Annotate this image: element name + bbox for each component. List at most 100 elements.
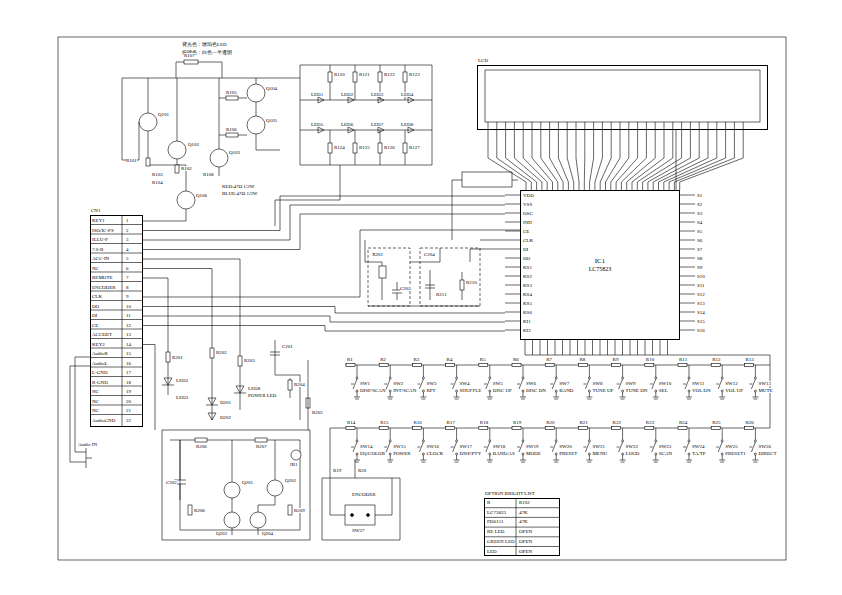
schematic-stroke <box>505 213 520 214</box>
schematic-label: SW25 <box>725 444 738 449</box>
schematic-stroke <box>556 428 557 440</box>
schematic-stroke <box>505 240 520 241</box>
schematic-stroke <box>688 377 690 379</box>
schematic-label: 13 <box>126 332 131 337</box>
schematic-label: 47K <box>519 519 528 524</box>
schematic-stroke <box>621 130 646 190</box>
schematic-stroke <box>505 267 520 268</box>
schematic-stroke <box>308 360 309 430</box>
schematic-stroke <box>365 240 505 262</box>
schematic-stroke <box>318 97 414 103</box>
schematic-stroke <box>346 122 758 556</box>
schematic-stroke <box>753 399 757 400</box>
schematic-stroke <box>722 365 723 377</box>
schematic-label: 背光色：琥珀色LED <box>182 42 227 47</box>
schematic-label: L-GND <box>92 370 108 375</box>
schematic-label: SW17 <box>460 444 473 449</box>
schematic-stroke <box>219 135 247 136</box>
part-name: IC1 <box>595 258 606 266</box>
schematic-label: Q102 <box>188 142 199 147</box>
schematic-label: R15 <box>380 420 388 425</box>
schematic-stroke <box>58 37 786 560</box>
schematic-label: CE <box>523 229 529 234</box>
schematic-stroke <box>275 165 340 226</box>
schematic-stroke <box>587 399 591 400</box>
schematic-stroke <box>195 438 207 442</box>
schematic-label: R122 <box>384 72 395 77</box>
schematic-stroke <box>593 122 594 130</box>
schematic-stroke <box>622 455 623 460</box>
schematic-label: R7 <box>546 357 552 362</box>
schematic-stroke <box>555 340 556 355</box>
schematic-label: RED:47Ω 1/2W <box>222 184 254 189</box>
schematic-label: KS1 <box>523 265 532 270</box>
schematic-label: R104 <box>152 180 163 185</box>
schematic-stroke <box>379 427 388 430</box>
schematic-stroke <box>555 453 557 455</box>
schematic-stroke <box>417 447 420 448</box>
schematic-label: NC <box>92 399 99 404</box>
schematic-label: SW10 <box>659 381 672 386</box>
schematic-stroke <box>355 462 359 463</box>
schematic-label: SCAN <box>659 451 672 456</box>
schematic-stroke <box>612 364 621 367</box>
schematic-label: R3 <box>413 357 419 362</box>
schematic-label: LOUD <box>626 451 640 456</box>
schematic-stroke <box>611 130 629 190</box>
schematic-stroke <box>422 377 424 379</box>
schematic-stroke <box>270 340 300 420</box>
schematic-stroke <box>162 378 246 420</box>
schematic-label: 47K <box>519 510 528 515</box>
schematic-stroke <box>421 462 425 463</box>
schematic-stroke <box>630 340 631 355</box>
schematic-stroke <box>378 72 382 82</box>
schematic-label: S10 <box>697 274 705 279</box>
schematic-stroke <box>650 384 653 385</box>
schematic-label: SW24 <box>692 444 705 449</box>
schematic-stroke <box>567 122 568 130</box>
schematic-stroke <box>744 364 753 367</box>
schematic-stroke <box>489 428 490 440</box>
schematic-label: SW13 <box>758 381 771 386</box>
schematic-label: TUNE UP <box>592 388 613 393</box>
schematic-stroke <box>688 453 690 455</box>
schematic-stroke <box>667 340 668 355</box>
schematic-stroke <box>484 517 560 518</box>
schematic-stroke <box>330 65 405 100</box>
schematic-stroke <box>174 440 186 500</box>
schematic-label: 12 <box>126 323 131 328</box>
schematic-stroke <box>184 60 198 64</box>
schematic-stroke <box>744 427 753 430</box>
schematic-stroke <box>754 390 756 392</box>
schematic-stroke <box>654 462 658 463</box>
schematic-stroke <box>226 133 238 137</box>
schematic-label: Q202 <box>285 478 296 483</box>
schematic-stroke <box>680 294 695 295</box>
schematic-label: KEY2 <box>92 342 105 347</box>
schematic-label: S11 <box>697 283 705 288</box>
option-table: OPTION BRIGHT LIST <box>484 498 560 556</box>
schematic-stroke <box>680 312 695 313</box>
schematic-label: LED3 <box>371 92 383 97</box>
schematic-stroke <box>484 447 487 448</box>
schematic-label: R4 <box>447 357 453 362</box>
schematic-stroke <box>632 130 664 190</box>
schematic-stroke <box>562 340 563 355</box>
schematic-stroke <box>688 390 690 392</box>
schematic-label: BAND/AS <box>493 451 515 456</box>
schematic-stroke <box>455 462 459 463</box>
schematic-stroke <box>600 340 601 355</box>
schematic-stroke <box>690 122 691 130</box>
schematic-stroke <box>587 462 591 463</box>
schematic-label: S8 <box>697 256 702 261</box>
schematic-stroke <box>288 380 292 390</box>
schematic-label: 9 <box>126 294 129 299</box>
schematic-stroke <box>357 455 358 460</box>
schematic-label: PRESET <box>559 451 577 456</box>
schematic-stroke <box>622 377 624 379</box>
schematic-label: LC75823 <box>487 510 506 515</box>
schematic-stroke <box>520 397 526 398</box>
schematic-label: MENU <box>592 451 607 456</box>
schematic-stroke <box>423 392 424 397</box>
schematic-stroke <box>354 397 360 398</box>
